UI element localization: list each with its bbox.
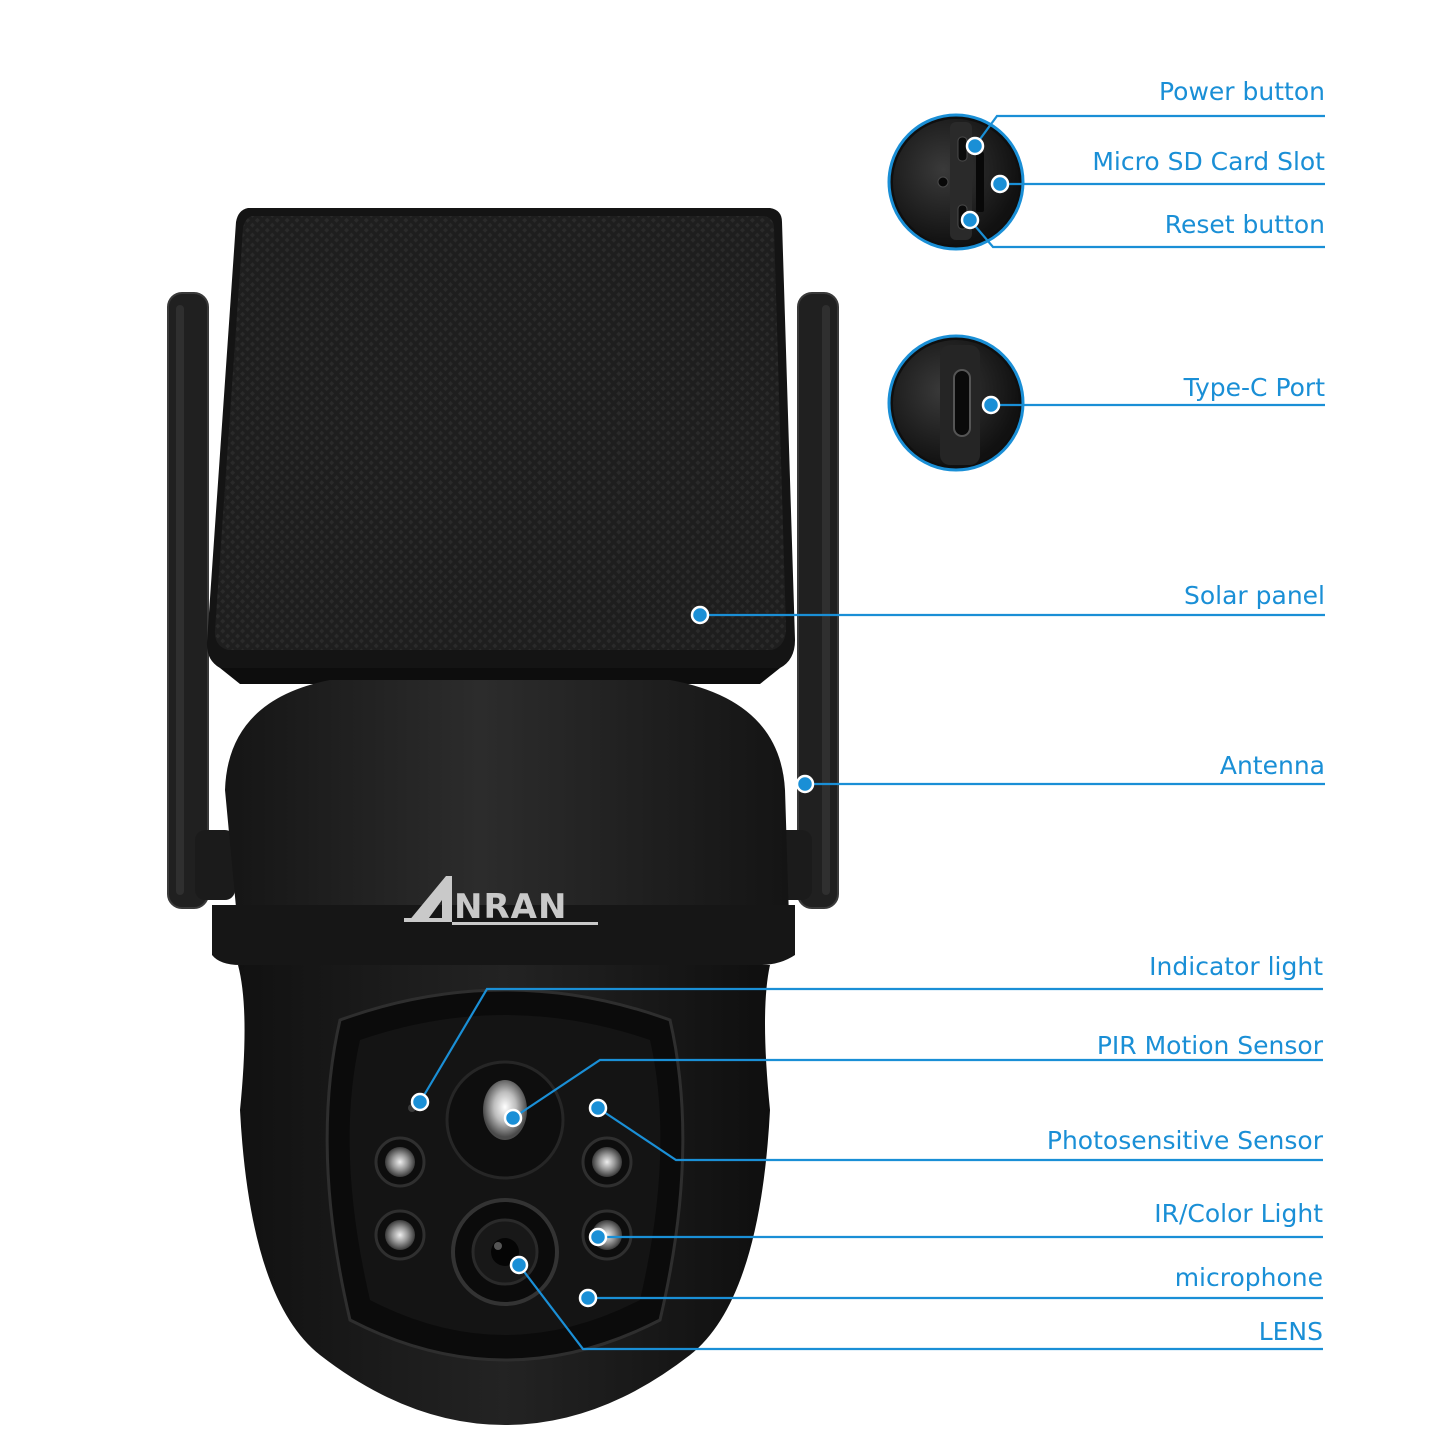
lens	[451, 1198, 559, 1306]
inset-type-c	[887, 334, 1025, 472]
label-power-button: Power button	[1159, 77, 1325, 106]
camera-lower-body	[238, 965, 770, 1425]
usb-type-c-icon	[953, 369, 971, 437]
label-micro-sd: Micro SD Card Slot	[1092, 147, 1325, 176]
antenna-right	[772, 292, 839, 909]
label-pir-sensor: PIR Motion Sensor	[1097, 1031, 1324, 1060]
inset-ports-top	[887, 113, 1025, 251]
callout-reset-button: Reset button	[960, 210, 1325, 249]
label-reset-button: Reset button	[1165, 210, 1325, 239]
label-type-c: Type-C Port	[1183, 373, 1326, 402]
label-ir-color-light: IR/Color Light	[1154, 1199, 1323, 1228]
callout-ir-color-light: IR/Color Light	[588, 1199, 1323, 1247]
callout-solar-panel: Solar panel	[690, 581, 1325, 625]
label-lens: LENS	[1259, 1317, 1323, 1346]
camera-upper-body	[212, 680, 795, 965]
logo-text: NRAN	[454, 887, 567, 927]
callout-microphone: microphone	[578, 1263, 1323, 1308]
callout-type-c: Type-C Port	[981, 373, 1326, 415]
callout-photosensitive: Photosensitive Sensor	[588, 1098, 1324, 1162]
callout-lens: LENS	[509, 1255, 1323, 1351]
callout-micro-sd: Micro SD Card Slot	[990, 147, 1325, 194]
label-indicator-light: Indicator light	[1149, 952, 1323, 981]
label-antenna: Antenna	[1220, 751, 1325, 780]
callout-power-button: Power button	[965, 77, 1325, 156]
label-solar-panel: Solar panel	[1184, 581, 1325, 610]
callout-indicator-light: Indicator light	[410, 952, 1323, 1112]
label-photosensitive: Photosensitive Sensor	[1047, 1126, 1324, 1155]
callout-antenna: Antenna	[795, 751, 1325, 794]
sd-card-slot-icon	[976, 152, 984, 212]
callout-pir-sensor: PIR Motion Sensor	[503, 1031, 1324, 1128]
antenna-left	[167, 292, 235, 909]
anran-logo: NRAN	[404, 876, 598, 927]
label-microphone: microphone	[1175, 1263, 1323, 1292]
power-button-icon	[957, 136, 968, 162]
